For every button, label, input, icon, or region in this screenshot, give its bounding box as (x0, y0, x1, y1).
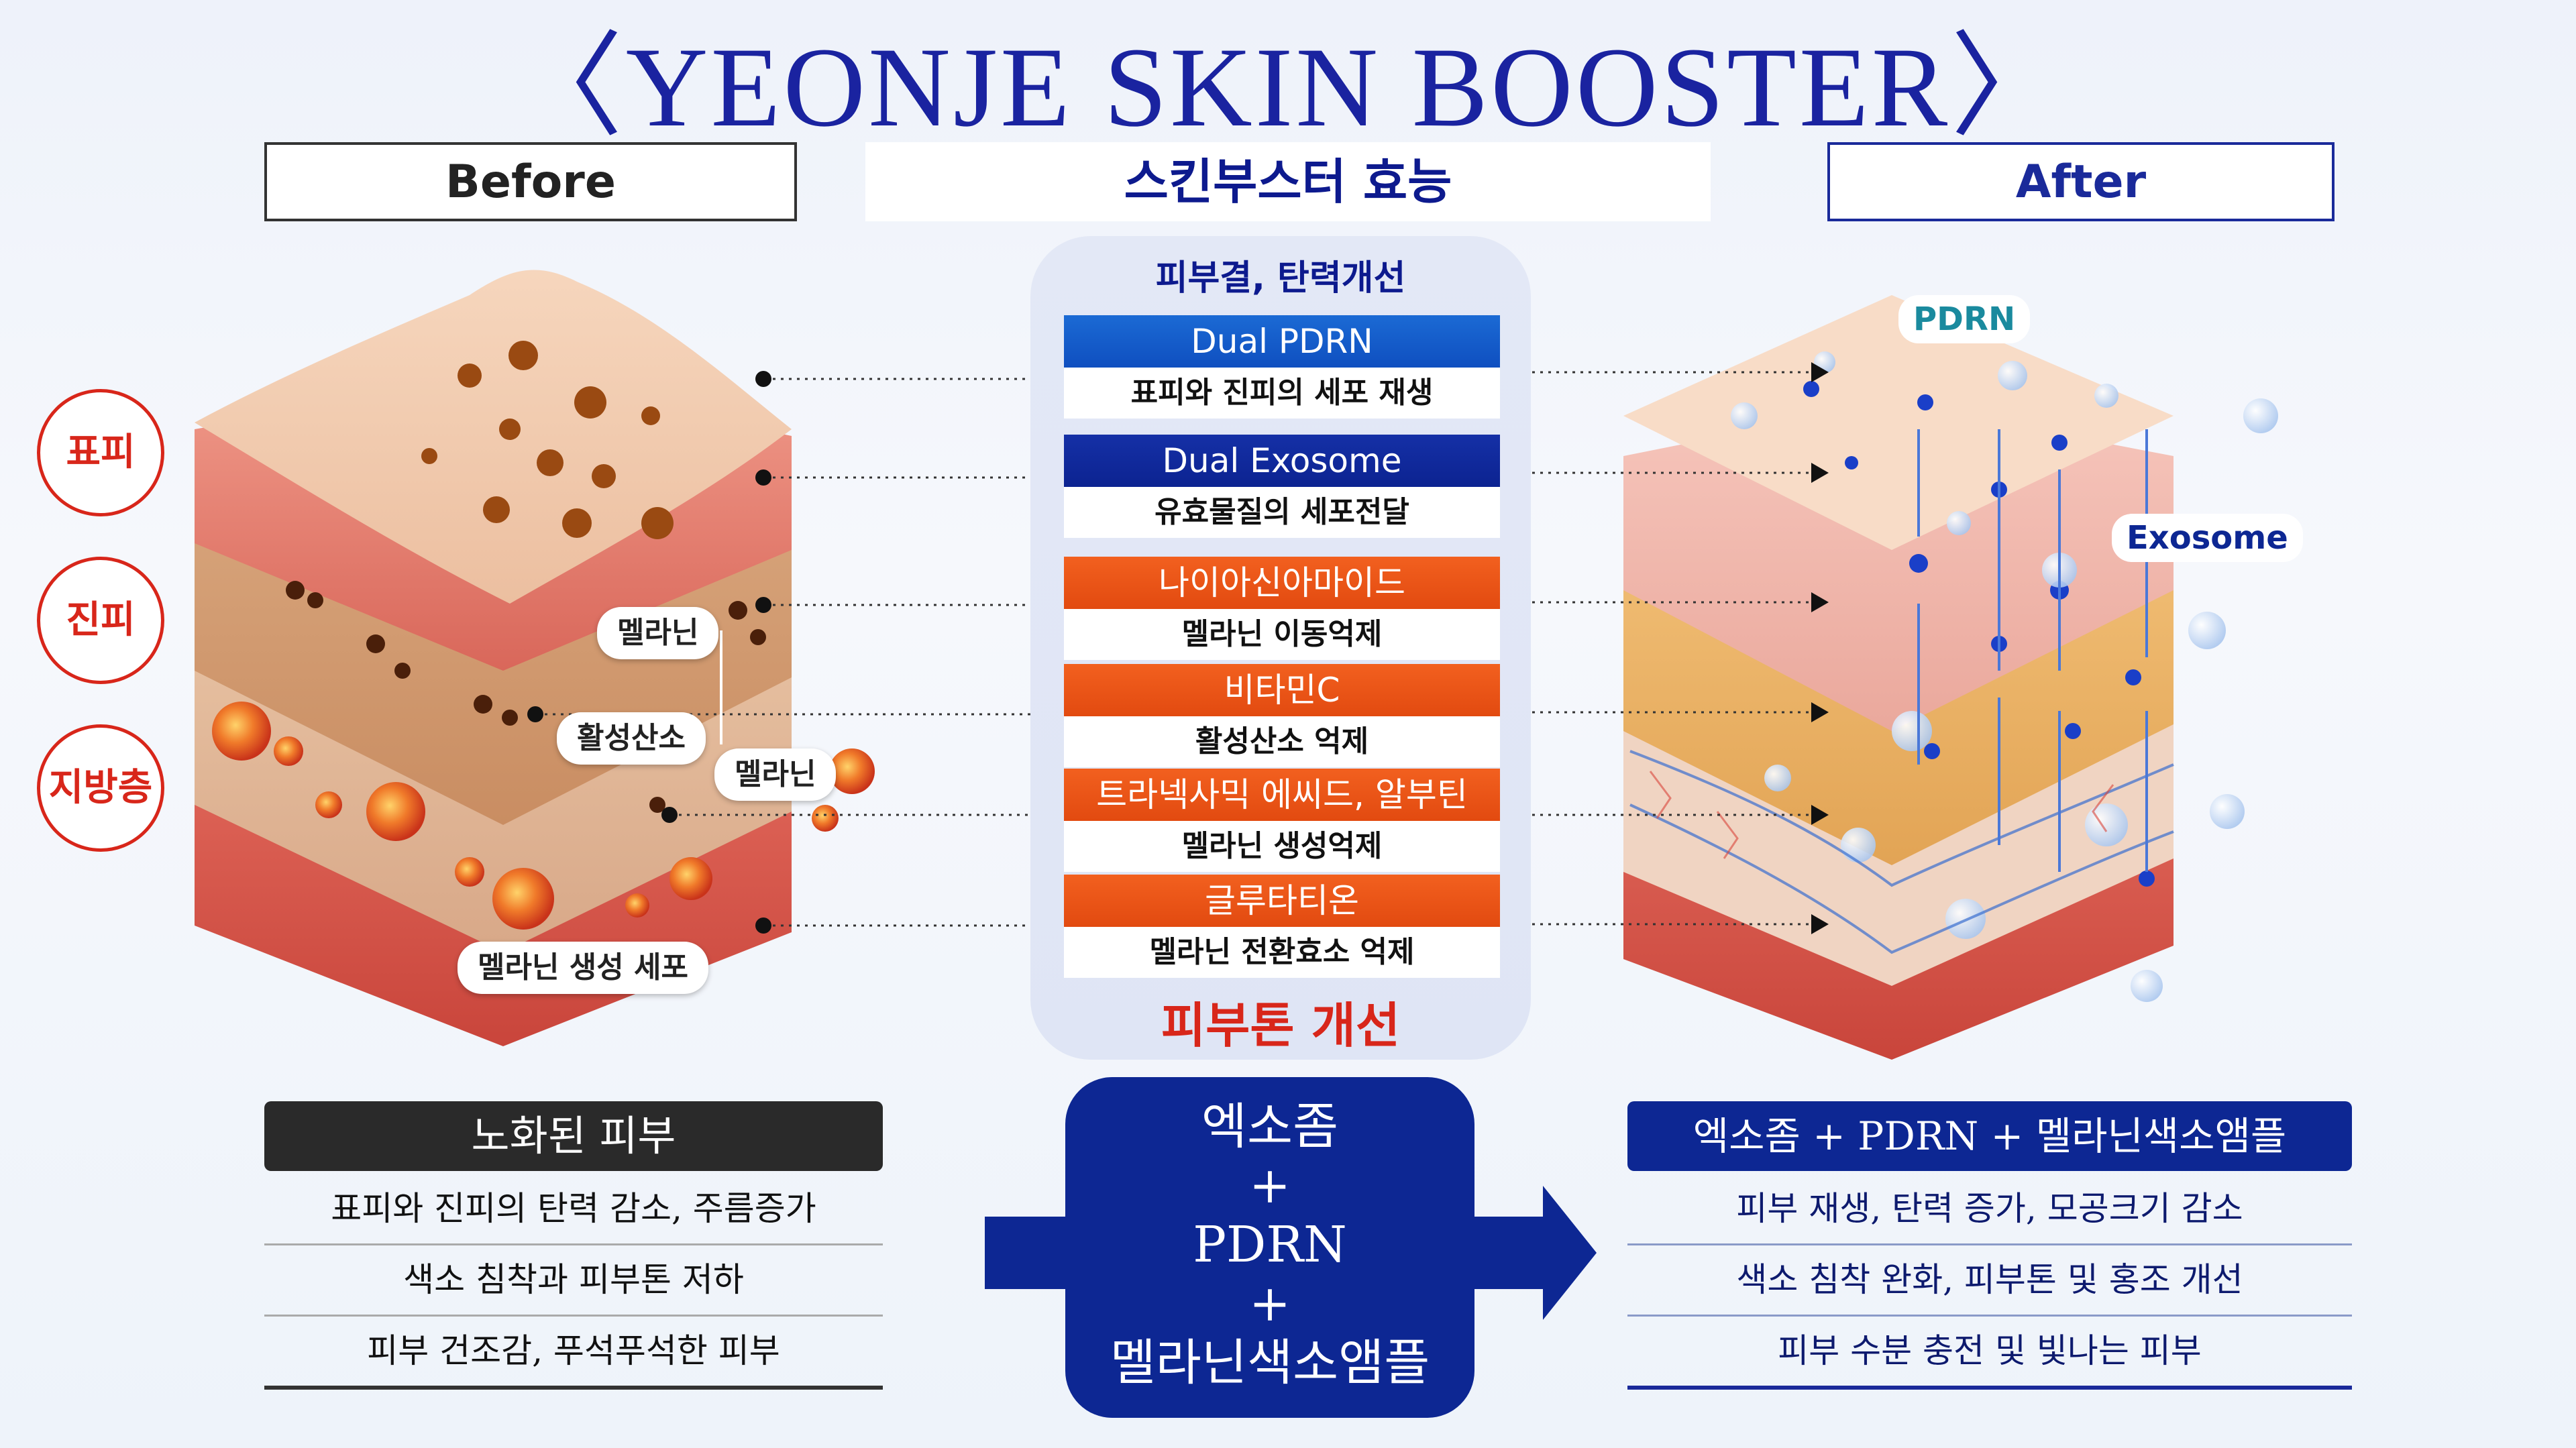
aged-skin-row: 피부 건조감, 푸석푸석한 피부 (264, 1316, 883, 1390)
ingredient-label: Dual PDRN (1064, 315, 1500, 368)
ingredient-desc: 멜라닌 이동억제 (1064, 609, 1500, 660)
ingredient-item: 나이아신아마이드 멜라닌 이동억제 (1064, 557, 1500, 660)
ingredient-item: Dual Exosome 유효물질의 세포전달 (1064, 435, 1500, 538)
ingredient-item: 글루타티온 멜라닌 전환효소 억제 (1064, 875, 1500, 978)
result-row: 피부 재생, 탄력 증가, 모공크기 감소 (1627, 1174, 2352, 1245)
ingredient-item: Dual PDRN 표피와 진피의 세포 재생 (1064, 315, 1500, 419)
tag-exosome: Exosome (2112, 514, 2303, 562)
after-header: After (1827, 142, 2334, 221)
callout-melanocyte: 멜라닌 생성 세포 (458, 942, 708, 994)
page-title: 〈YEONJE SKIN BOOSTER〉 (508, 24, 2068, 150)
after-skin-diagram (1623, 295, 2278, 1060)
formula-line: PDRN (1193, 1216, 1347, 1274)
tag-pdrn: PDRN (1898, 295, 2031, 343)
ingredient-desc: 멜라닌 전환효소 억제 (1064, 927, 1500, 978)
ingredient-desc: 멜라닌 생성억제 (1064, 821, 1500, 872)
result-row: 색소 침착 완화, 피부톤 및 홍조 개선 (1627, 1245, 2352, 1317)
result-header: 엑소좀 + PDRN + 멜라닌색소앰플 (1627, 1101, 2352, 1171)
callout-melanin-top: 멜라닌 (597, 607, 719, 659)
ingredient-label: 비타민C (1064, 664, 1500, 716)
layer-dermis-label: 진피 (37, 557, 164, 684)
formula-box: 엑소좀 + PDRN + 멜라닌색소앰플 (1065, 1077, 1474, 1418)
ingredient-item: 트라넥사믹 에씨드, 알부틴 멜라닌 생성억제 (1064, 769, 1500, 872)
ingredient-label: 트라넥사믹 에씨드, 알부틴 (1064, 769, 1500, 821)
formula-line: + (1248, 1275, 1291, 1333)
formula-line: 멜라닌색소앰플 (1110, 1334, 1430, 1392)
ingredient-desc: 유효물질의 세포전달 (1064, 487, 1500, 538)
result-row: 피부 수분 충전 및 빛나는 피부 (1627, 1316, 2352, 1390)
callout-melanin-mid: 멜라닌 (714, 748, 837, 801)
aged-skin-row: 색소 침착과 피부톤 저하 (264, 1245, 883, 1317)
ingredient-label: Dual Exosome (1064, 435, 1500, 487)
ingredient-desc: 표피와 진피의 세포 재생 (1064, 368, 1500, 419)
aged-skin-row: 표피와 진피의 탄력 감소, 주름증가 (264, 1174, 883, 1245)
aged-skin-header: 노화된 피부 (264, 1101, 883, 1171)
layer-fat-label: 지방층 (37, 724, 164, 852)
center-header: 스킨부스터 효능 (865, 142, 1711, 221)
ingredient-label: 글루타티온 (1064, 875, 1500, 927)
ingredient-label: 나이아신아마이드 (1064, 557, 1500, 609)
formula-line: + (1248, 1157, 1291, 1215)
ingredient-item: 비타민C 활성산소 억제 (1064, 664, 1500, 767)
layer-epidermis-label: 표피 (37, 389, 164, 516)
panel-top-caption: 피부결, 탄력개선 (1155, 258, 1406, 298)
formula-line: 엑소좀 (1201, 1098, 1339, 1156)
before-skin-diagram (195, 270, 875, 1046)
panel-bottom-caption: 피부톤 개선 (1161, 997, 1401, 1054)
before-header: Before (264, 142, 797, 221)
callout-ros: 활성산소 (557, 712, 706, 765)
ingredient-desc: 활성산소 억제 (1064, 716, 1500, 767)
